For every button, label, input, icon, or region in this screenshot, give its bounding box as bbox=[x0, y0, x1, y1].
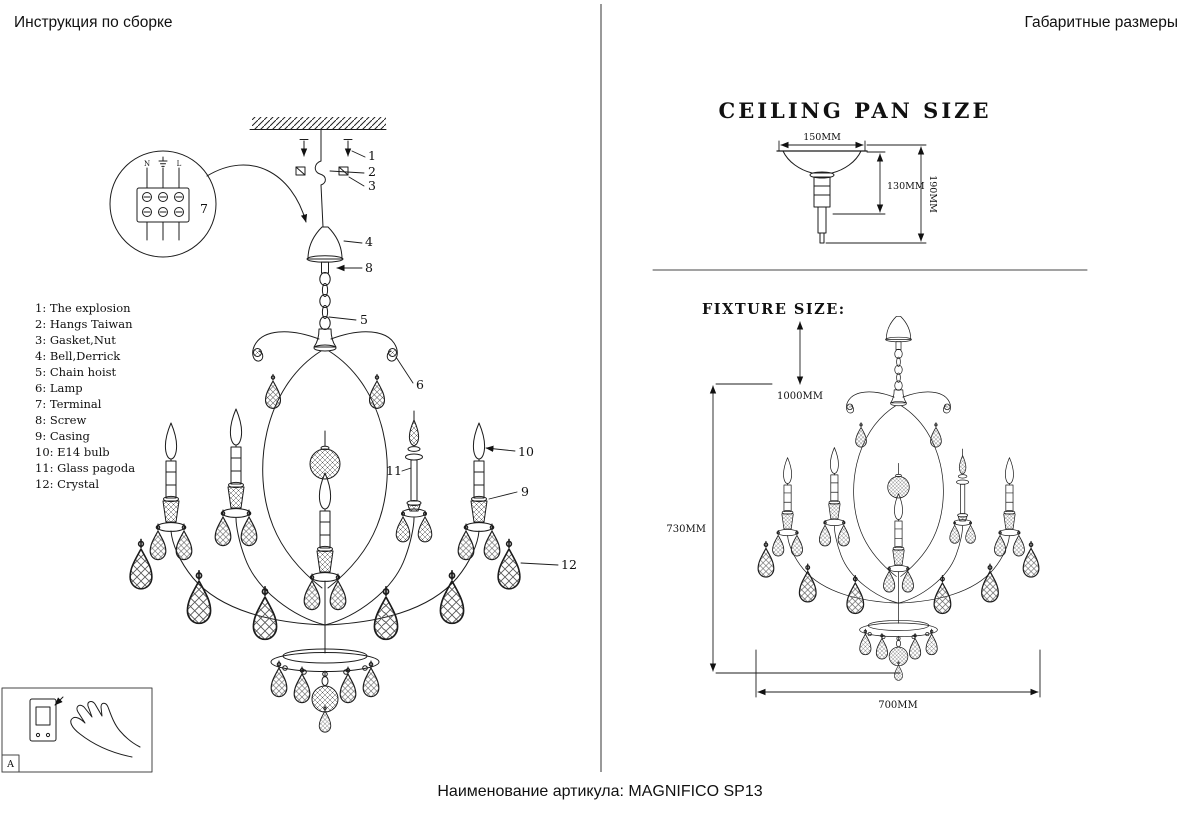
parts-list-item: 8: Screw bbox=[35, 413, 86, 427]
switch-inset bbox=[1, 687, 153, 773]
hook-icon bbox=[314, 129, 326, 228]
ceiling-pan-drawing bbox=[776, 150, 868, 244]
dim-label-fixture-width: 700MM bbox=[878, 700, 918, 711]
pan-dimension-lines bbox=[778, 140, 927, 244]
switch-icon bbox=[29, 696, 64, 742]
callout-number-11: 11 bbox=[386, 463, 402, 478]
leader-lines bbox=[328, 150, 559, 566]
dim-label-pan-total-height: 190MM bbox=[927, 175, 938, 213]
callout-number-6: 6 bbox=[416, 377, 424, 392]
parts-list-item: 4: Bell,Derrick bbox=[35, 349, 121, 363]
callout-number-3: 3 bbox=[368, 178, 376, 193]
fixture-dimension-lines bbox=[709, 321, 1041, 698]
terminal-label-n: N bbox=[144, 160, 150, 168]
callout-number-8: 8 bbox=[365, 260, 373, 275]
callout-number-7: 7 bbox=[200, 201, 208, 216]
dim-label-fixture-height: 730MM bbox=[666, 524, 706, 535]
dim-label-pan-width: 150MM bbox=[803, 132, 841, 143]
terminal-callout bbox=[109, 150, 308, 258]
parts-list: 1: The explosion 2: Hangs Taiwan 3: Gask… bbox=[35, 301, 135, 491]
parts-list-item: 7: Terminal bbox=[35, 397, 102, 411]
terminal-label-l: L bbox=[177, 160, 182, 168]
callout-leader-curve bbox=[206, 164, 308, 223]
callout-number-5: 5 bbox=[360, 312, 368, 327]
callout-number-12: 12 bbox=[561, 557, 577, 572]
fixture-size-title: FIXTURE SIZE: bbox=[702, 301, 846, 318]
gasket-nuts-icon bbox=[295, 166, 349, 176]
callout-number-10: 10 bbox=[518, 444, 534, 459]
inset-label: A bbox=[6, 759, 14, 770]
parts-list-item: 11: Glass pagoda bbox=[35, 461, 135, 475]
callout-number-1: 1 bbox=[368, 148, 376, 163]
ground-symbol-icon bbox=[158, 156, 168, 167]
mounting-screws-icon bbox=[299, 139, 353, 157]
parts-list-item: 10: E14 bulb bbox=[35, 445, 110, 459]
dim-label-pan-height: 130MM bbox=[887, 181, 925, 192]
left-panel-title: Инструкция по сборке bbox=[14, 14, 173, 31]
parts-list-item: 12: Crystal bbox=[35, 477, 99, 491]
right-panel-title: Габаритные размеры bbox=[1024, 14, 1178, 31]
parts-list-item: 9: Casing bbox=[35, 429, 90, 443]
parts-list-item: 2: Hangs Taiwan bbox=[35, 317, 133, 331]
callout-number-9: 9 bbox=[521, 484, 529, 499]
article-name: Наименование артикула: MAGNIFICO SP13 bbox=[437, 783, 762, 800]
ceiling-hatch bbox=[249, 117, 387, 130]
hand-icon bbox=[70, 701, 141, 758]
parts-list-item: 3: Gasket,Nut bbox=[35, 333, 116, 347]
dim-label-fixture-drop: 1000MM bbox=[777, 391, 823, 402]
callout-numbers: 1 2 3 4 5 6 7 8 9 10 11 12 bbox=[200, 148, 577, 572]
parts-list-item: 5: Chain hoist bbox=[35, 365, 117, 379]
parts-list-item: 1: The explosion bbox=[35, 301, 131, 315]
callout-number-4: 4 bbox=[365, 234, 373, 249]
callout-number-2: 2 bbox=[368, 164, 376, 179]
ceiling-pan-size-title: CEILING PAN SIZE bbox=[719, 98, 992, 123]
parts-list-item: 6: Lamp bbox=[35, 381, 83, 395]
inset-label-box bbox=[1, 754, 20, 773]
